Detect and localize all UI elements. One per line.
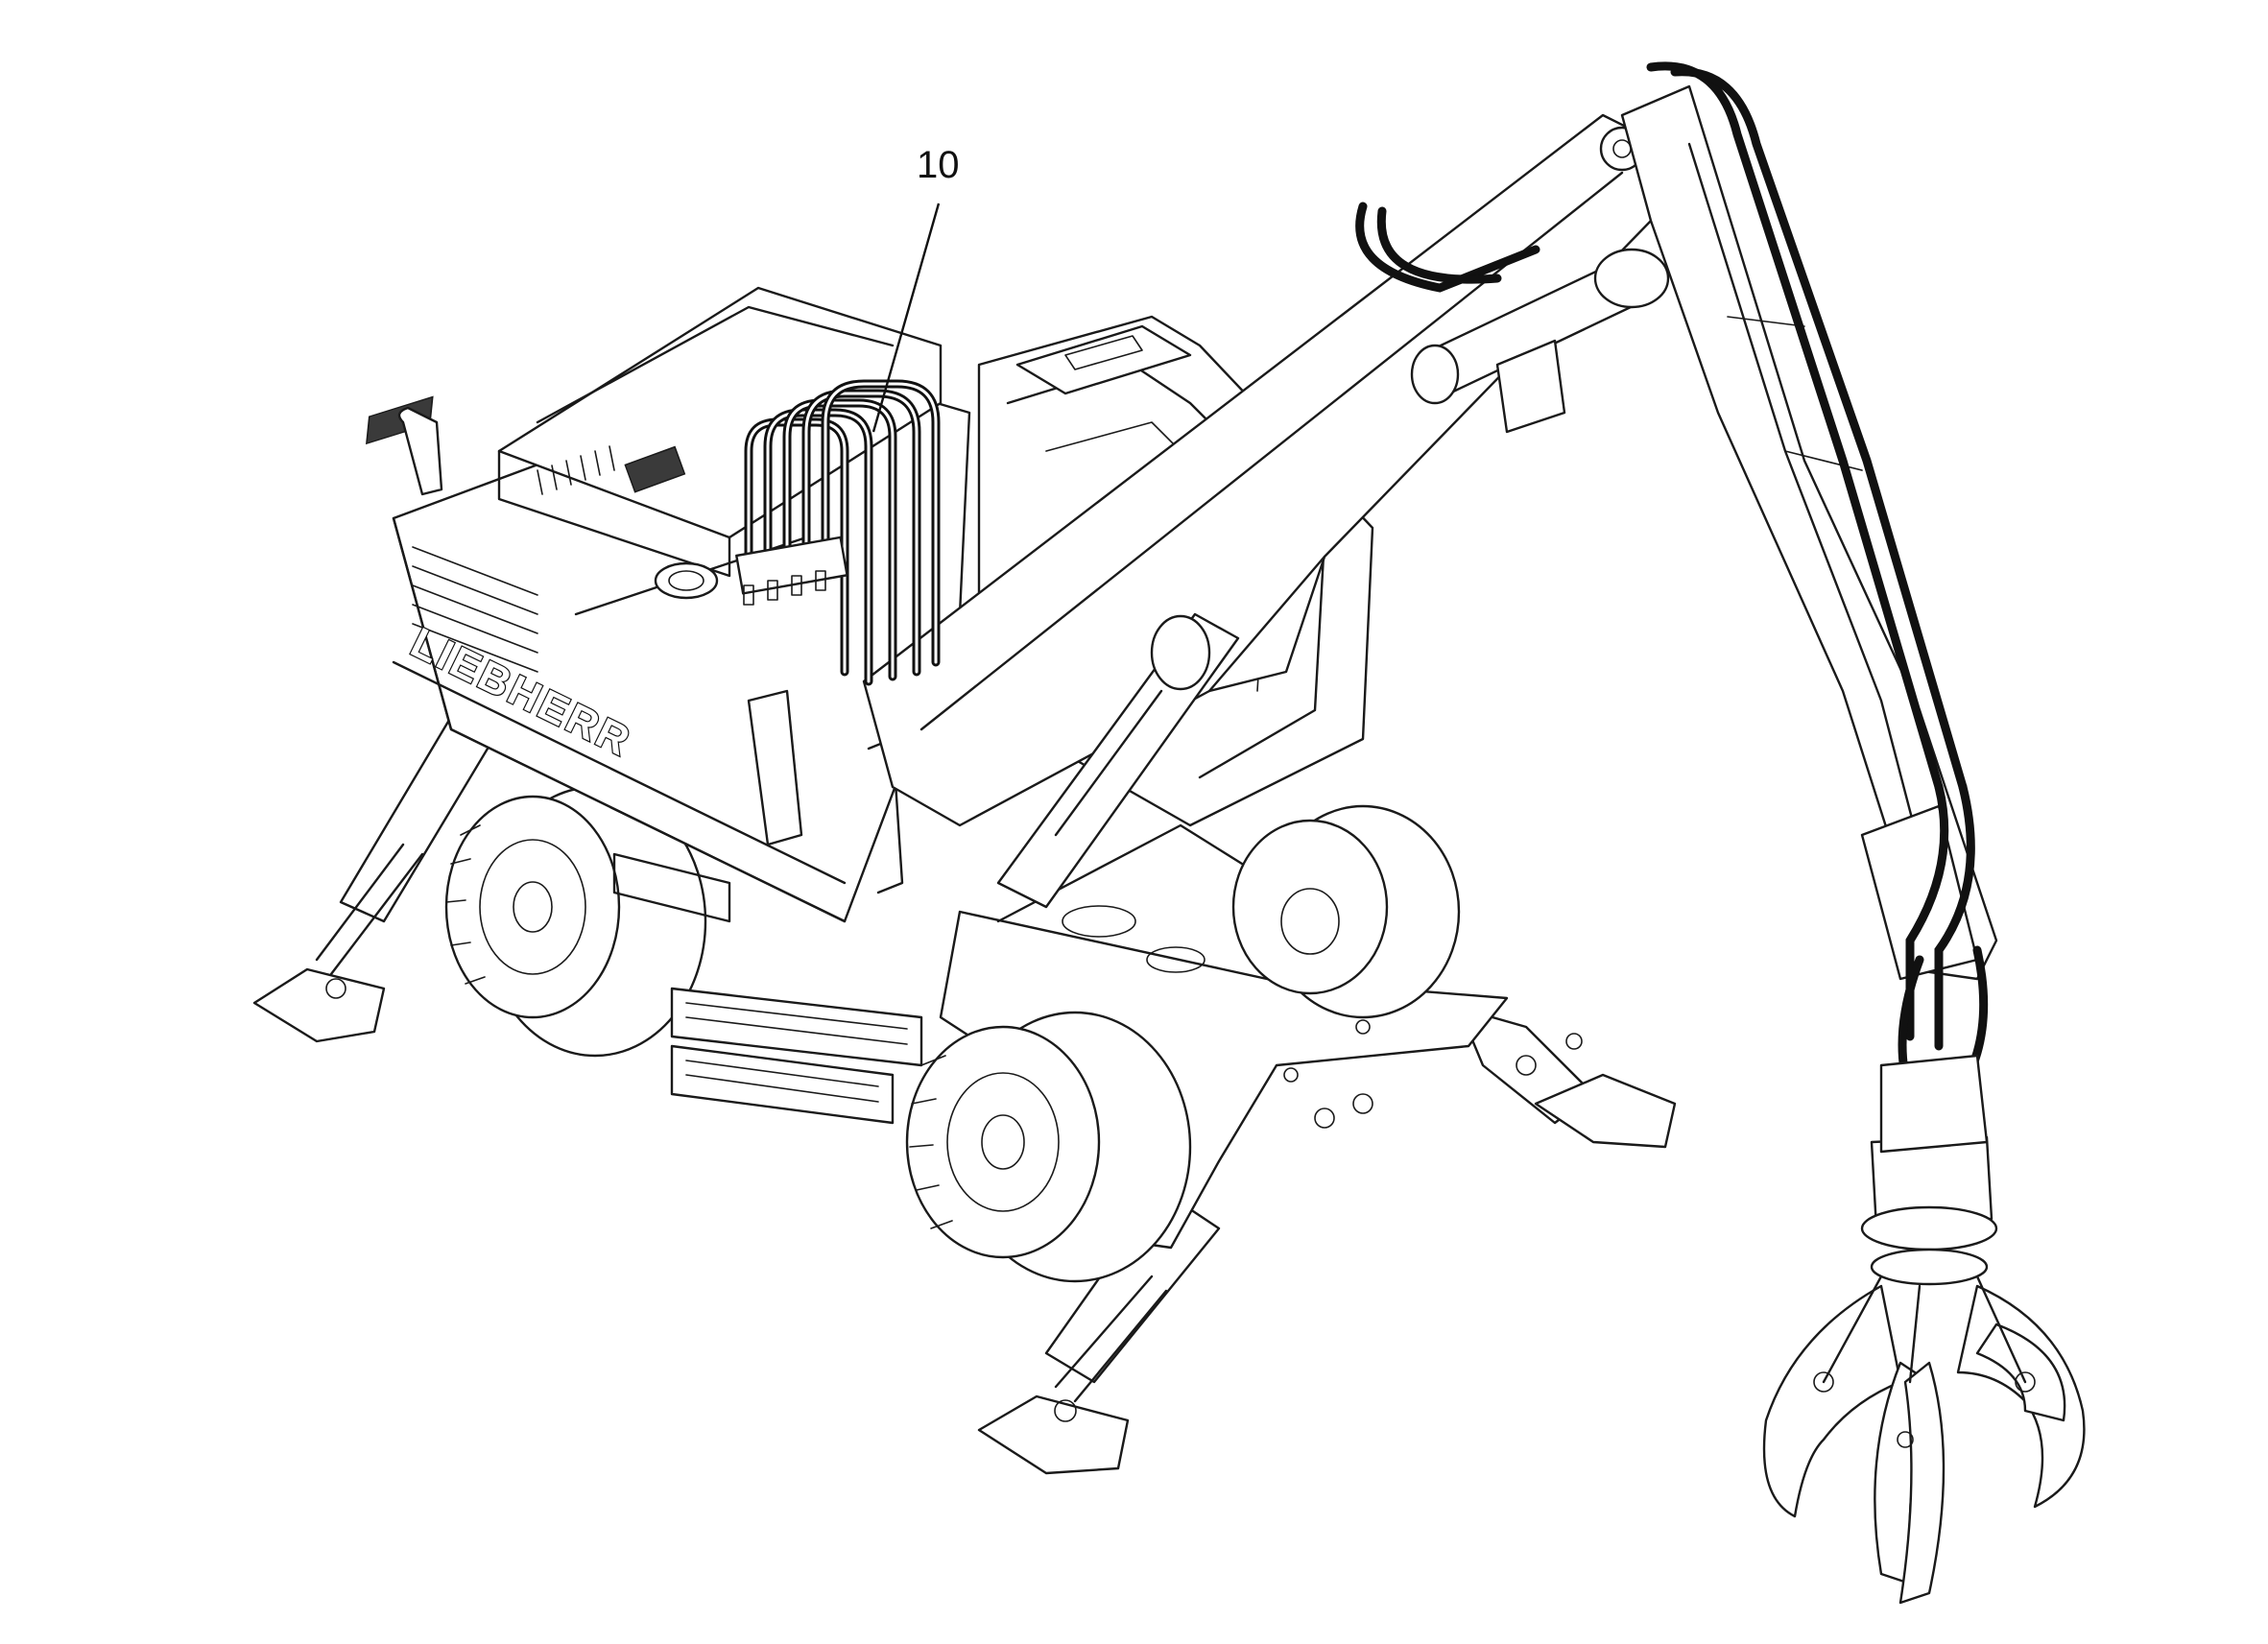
engine-hood <box>366 286 943 578</box>
front-right-wheels <box>1231 804 1461 1019</box>
boom-cylinder <box>996 612 1240 909</box>
rotator <box>1860 1054 1998 1286</box>
rear-left-wheels <box>444 785 707 1058</box>
exhaust-pipe <box>397 406 443 496</box>
callout-leader-line <box>871 203 941 433</box>
access-steps <box>612 852 923 1125</box>
front-right-outrigger <box>1457 1006 1677 1149</box>
orange-peel-grapple <box>1762 1275 2086 1605</box>
fuel-cap <box>654 561 719 600</box>
front-left-wheels <box>905 1011 1192 1283</box>
hydraulic-hose-bundle <box>735 379 941 686</box>
stick-cylinder <box>1410 248 1670 434</box>
callout-label: 10 <box>917 144 960 186</box>
side-grille <box>412 546 538 673</box>
callout-10: 10 <box>871 144 960 433</box>
